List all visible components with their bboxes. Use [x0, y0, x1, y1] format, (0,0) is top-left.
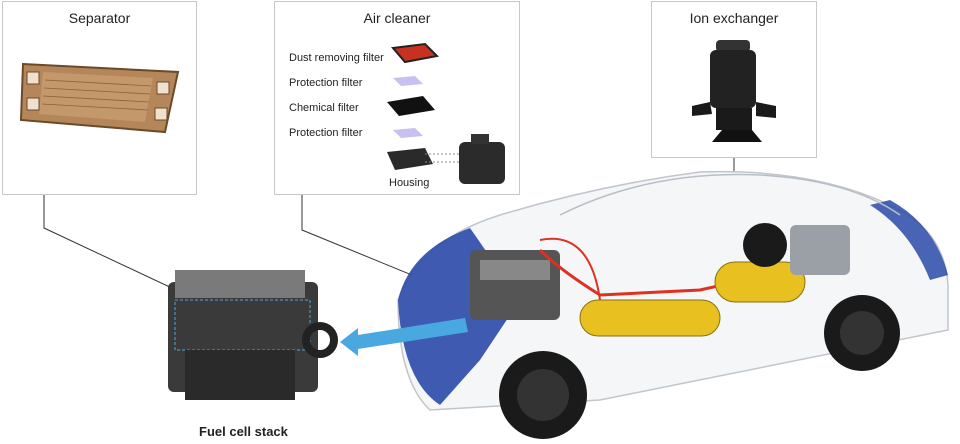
separator-plate-image [19, 62, 180, 134]
ion-exchanger-image [692, 40, 776, 142]
air-cleaner-title: Air cleaner [363, 10, 431, 26]
direction-arrow [340, 318, 468, 356]
red-cables [538, 248, 831, 297]
filter-label-chemical: Chemical filter [289, 102, 359, 114]
filter-label-protection-1: Protection filter [289, 77, 363, 89]
hydrogen-tank-1 [579, 299, 721, 337]
dust-filter-shape [391, 42, 440, 64]
separator-panel: Separator [2, 1, 197, 195]
separator-title: Separator [68, 10, 131, 26]
housing-label: Housing [389, 177, 430, 189]
rear-motor [790, 225, 850, 275]
ion-exchanger-title: Ion exchanger [689, 10, 779, 26]
protection-filter-shape-2 [393, 128, 423, 138]
ion-exchanger-panel: Ion exchanger [651, 1, 817, 158]
chemical-filter-shape [387, 96, 435, 116]
air-cleaner-components-image [387, 42, 505, 184]
rear-wheel-left [743, 223, 787, 267]
fuel-cell-stack-caption: Fuel cell stack [199, 424, 288, 439]
housing-shape-large [459, 142, 505, 184]
filter-label-dust: Dust removing filter [289, 52, 384, 64]
air-cleaner-panel: Air cleaner Dust removing filter Protect… [274, 1, 520, 195]
housing-shape-small [387, 148, 433, 170]
filter-label-protection-2: Protection filter [289, 127, 363, 139]
protection-filter-shape-1 [393, 76, 423, 86]
